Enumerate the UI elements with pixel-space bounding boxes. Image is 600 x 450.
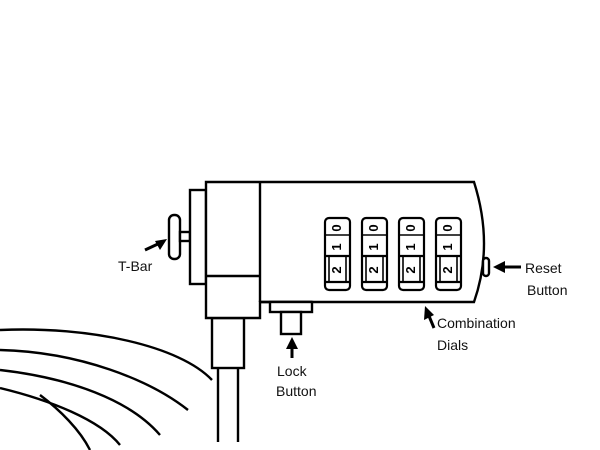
- dial-digit-top: 0: [440, 224, 455, 231]
- dial-digit-middle: 1: [329, 243, 344, 250]
- lock-arrow-icon: [286, 337, 298, 358]
- arrows: [144, 239, 521, 358]
- t-bar: [167, 213, 192, 261]
- combination-dials: 0 1 2 0 1 2 0 1 2 0 1 2: [323, 216, 463, 292]
- dial-digit-bottom: 2: [366, 266, 381, 273]
- lock-label-line2: Button: [276, 383, 316, 399]
- dial-digit-bottom: 2: [440, 266, 455, 273]
- dial-digit-top: 0: [366, 224, 381, 231]
- reset-label-line2: Button: [527, 282, 567, 298]
- dial-digit-middle: 1: [440, 243, 455, 250]
- dials-arrow-icon: [424, 306, 436, 329]
- cable-collar: [210, 316, 246, 370]
- dial-digit-top: 0: [329, 224, 344, 231]
- dial-4: 0 1 2: [434, 216, 463, 292]
- dial-digit-middle: 1: [403, 243, 418, 250]
- dials-label-line1: Combination: [437, 315, 516, 331]
- dial-digit-top: 0: [403, 224, 418, 231]
- dial-3: 0 1 2: [397, 216, 426, 292]
- tbar-arrow-icon: [144, 239, 167, 252]
- dial-digit-middle: 1: [366, 243, 381, 250]
- tbar-label: T-Bar: [118, 258, 153, 274]
- reset-label-line1: Reset: [525, 260, 562, 276]
- dials-label-line2: Dials: [437, 337, 468, 353]
- dial-digit-bottom: 2: [329, 266, 344, 273]
- main-cable: [216, 368, 240, 442]
- dial-2: 0 1 2: [360, 216, 389, 292]
- dial-digit-bottom: 2: [403, 266, 418, 273]
- lock-label-line1: Lock: [277, 363, 308, 379]
- cable-loops: [0, 328, 213, 450]
- lock-button: [268, 300, 314, 336]
- dial-1: 0 1 2: [323, 216, 352, 292]
- reset-button: [481, 256, 491, 278]
- reset-arrow-icon: [493, 261, 521, 273]
